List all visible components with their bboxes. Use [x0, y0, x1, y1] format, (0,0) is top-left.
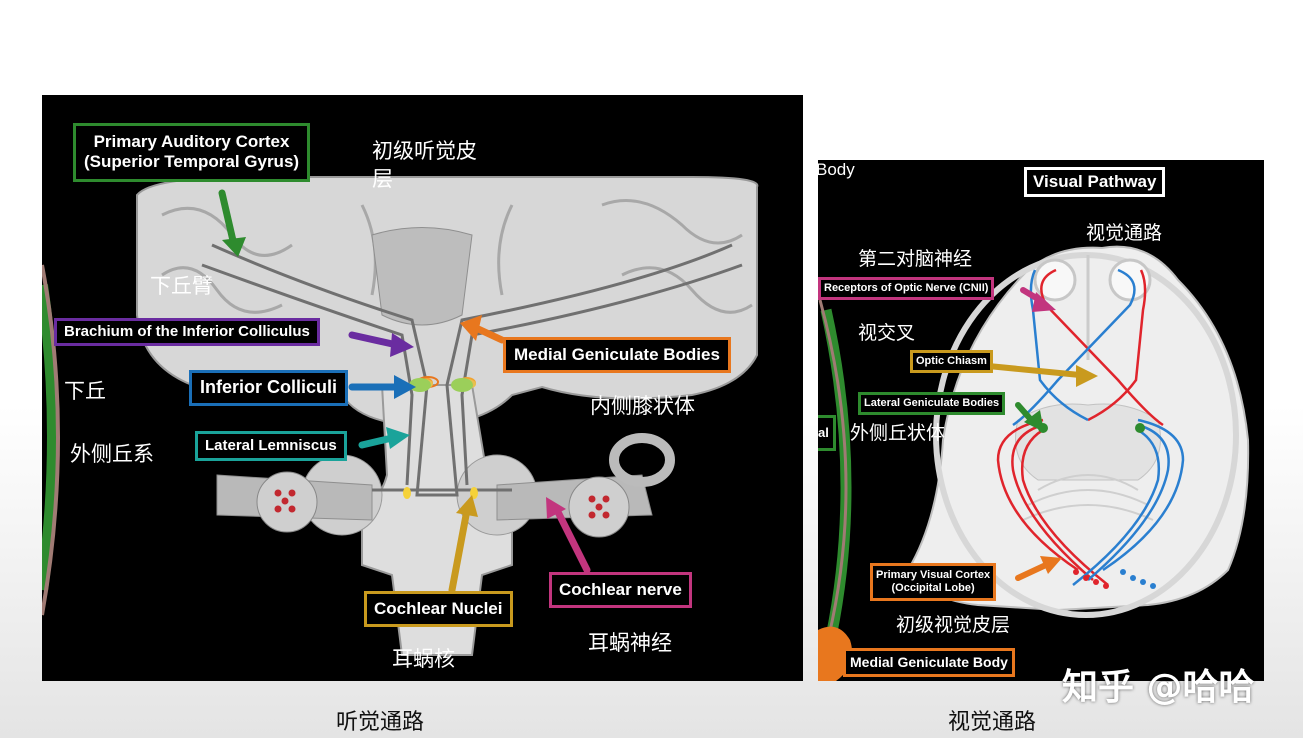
auditory-brain-illustration — [42, 176, 759, 656]
label-body-fragment: Body — [818, 160, 855, 179]
label-primary-visual-cortex: Primary Visual Cortex (Occipital Lobe) — [870, 563, 997, 602]
cn-cochlear-nuclei: 耳蜗核 — [392, 647, 455, 671]
cn-brachium: 下丘臂 — [150, 274, 213, 298]
label-primary-auditory-cortex-line2: (Superior Temporal Gyrus) — [84, 152, 300, 172]
label-primary-visual-cortex-line2: (Occipital Lobe) — [891, 582, 975, 595]
inferior-colliculus-left — [409, 378, 431, 392]
label-brachium: Brachium of the Inferior Colliculus — [54, 318, 320, 346]
cn-primary-auditory-cortex-a: 初级听觉皮 — [372, 139, 477, 163]
lgb-right — [1135, 423, 1145, 433]
cn-lateral-geniculate: 外侧丘状体 — [850, 422, 946, 444]
label-primary-visual-cortex-line1: Primary Visual Cortex — [876, 569, 991, 581]
label-receptors-optic-nerve: Receptors of Optic Nerve (CNII) — [818, 277, 995, 301]
auditory-pathway-panel: Primary Auditory Cortex (Superior Tempor… — [42, 95, 803, 681]
inferior-colliculus-right — [451, 378, 473, 392]
visual-pathway-panel: Body Visual Pathway Receptors of Optic N… — [818, 160, 1264, 681]
cn-optic-chiasm: 视交叉 — [858, 322, 916, 344]
cn-lateral-lemniscus: 外侧丘系 — [70, 442, 154, 466]
left-edge-arc — [42, 284, 59, 591]
label-inferior-colliculi: Inferior Colliculi — [189, 370, 349, 406]
label-cochlear-nuclei: Cochlear Nuclei — [364, 591, 513, 628]
cochlear-nucleus-left — [403, 487, 411, 499]
label-lateral-lemniscus: Lateral Lemniscus — [195, 431, 347, 461]
cn-medial-geniculate: 内侧膝状体 — [590, 394, 695, 418]
label-cochlear-nerve: Cochlear nerve — [549, 572, 692, 609]
caption-auditory-pathway: 听觉通路 — [336, 710, 425, 735]
label-lateral-geniculate-bodies: Lateral Geniculate Bodies — [858, 392, 1006, 416]
label-al-fragment: al — [818, 415, 836, 451]
label-visual-pathway-title: Visual Pathway — [1024, 167, 1166, 198]
cn-primary-auditory-cortex-b: 层 — [372, 167, 393, 191]
cn-inferior-colliculus: 下丘 — [64, 379, 106, 403]
cn-cochlear-nerve: 耳蜗神经 — [588, 631, 672, 655]
caption-visual-pathway: 视觉通路 — [948, 710, 1037, 735]
watermark: 知乎 @哈哈 — [1062, 667, 1255, 708]
label-optic-chiasm: Optic Chiasm — [910, 350, 993, 374]
label-medial-geniculate-body: Medial Geniculate Body — [843, 648, 1015, 677]
visual-brain-illustration — [818, 245, 1250, 681]
label-primary-auditory-cortex: Primary Auditory Cortex (Superior Tempor… — [73, 123, 311, 182]
cn-primary-visual-cortex: 初级视觉皮层 — [896, 614, 1011, 636]
label-primary-auditory-cortex-line1: Primary Auditory Cortex — [93, 132, 290, 151]
label-medial-geniculate-bodies: Medial Geniculate Bodies — [503, 337, 731, 374]
cn-visual-pathway: 视觉通路 — [1086, 222, 1163, 244]
cn-second-cranial-nerve: 第二对脑神经 — [858, 248, 973, 270]
